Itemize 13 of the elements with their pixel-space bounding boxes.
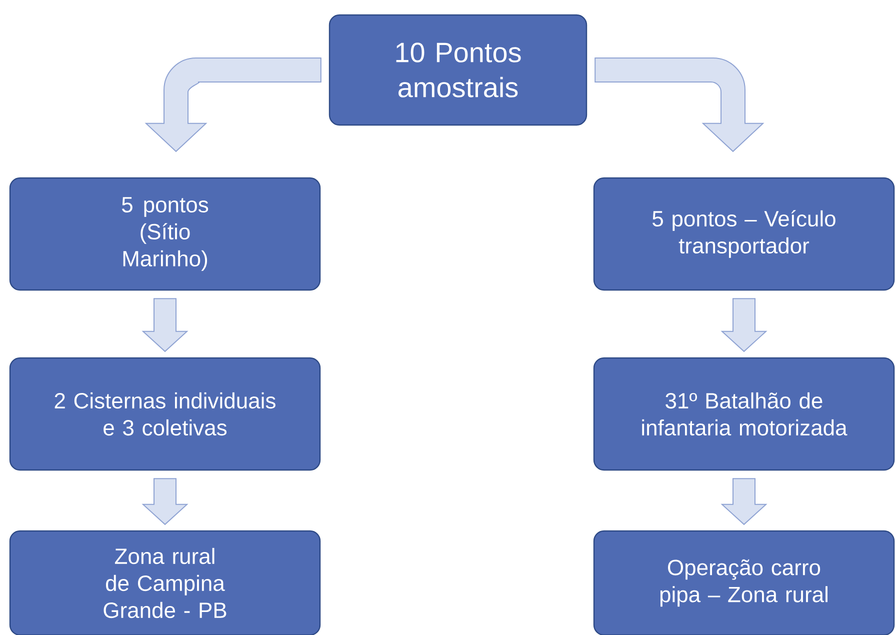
block-arrow — [146, 58, 322, 152]
process-box: 31º Batalhão de infantaria motorizada — [593, 357, 895, 471]
block-arrow — [142, 478, 188, 526]
process-box: Zona rural de Campina Grande - PB — [9, 530, 321, 635]
process-box: 2 Cisternas individuais e 3 coletivas — [9, 357, 321, 471]
process-box: Operação carro pipa – Zona rural — [593, 530, 895, 635]
process-box: 5 pontos – Veículo transportador — [593, 177, 895, 291]
process-box: 10 Pontos amostrais — [328, 14, 588, 126]
block-arrow — [720, 298, 768, 352]
block-arrow — [142, 298, 188, 352]
block-arrow — [594, 58, 764, 152]
process-box: 5 pontos (Sítio Marinho) — [9, 177, 321, 291]
block-arrow — [720, 478, 768, 526]
